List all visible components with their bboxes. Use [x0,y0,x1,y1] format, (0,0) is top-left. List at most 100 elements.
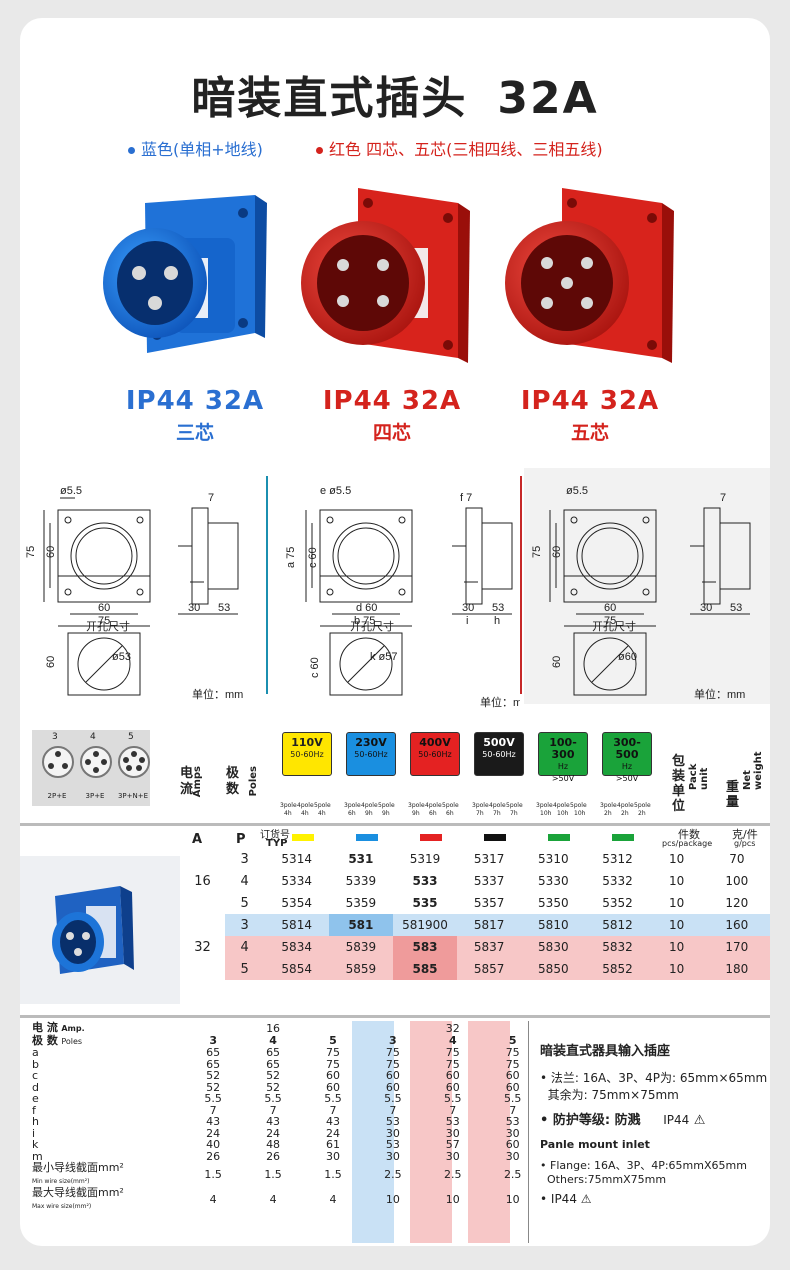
drawing1-label-2: 75 [25,546,37,558]
dim-highlight-red-1 [410,1021,452,1243]
header-rule [20,823,770,826]
pin-dot [126,765,133,772]
dim-value-cell: 65 [266,1057,281,1071]
dim-value-cell: 65 [266,1046,281,1059]
pack-cell: 10 [649,936,704,958]
warning-icon: ⚠ [693,1113,706,1128]
dim-value-cell: 53 [505,1115,520,1128]
order-code-cell: 5812 [585,914,650,936]
drawing2-label-9: i [466,615,468,627]
pin-type-label: 3P+N+E [117,792,149,800]
dim-value-cell: 10 [505,1192,520,1206]
divider-red [520,476,522,694]
pin-count-label: 5 [128,732,134,742]
weight-en-header: Net weight [742,751,764,790]
notes-ip-en: • IP44 ⚠ [540,1192,592,1206]
order-code-cell: 5834 [264,936,329,958]
drawing3-label-1: 7 [720,492,726,504]
drawing3-label-4: 60 [604,602,616,614]
drawing2-label-6: 30 [462,602,474,614]
pole-label: 4pole [297,802,314,809]
socket-face-icon [118,746,150,778]
dim-value-cell: 7 [209,1103,217,1117]
hour-label: 10h [540,810,552,817]
dim-value-cell: 43 [325,1115,340,1128]
dim-value-cell: 60 [505,1080,520,1094]
spec-subheader: A P 订货号 TYP 件数 pcs/package 克/件 g/pcs [192,828,758,849]
hour-label: 6h [446,810,454,817]
dim-value-cell: 4 [209,1192,217,1206]
legend-blue: 蓝色(单相+地线) [128,136,263,160]
amp-cell: 16 [194,873,211,889]
dim-value-cell: 52 [266,1069,281,1082]
dim-value-cell: 30 [505,1126,520,1140]
dim-value-cell: 5.5 [444,1092,462,1105]
pack-cell: 10 [668,896,685,910]
pole-label: 4pole [553,802,570,809]
hour-label: 9h [382,810,390,817]
drawing2-label-1: f 7 [460,492,472,504]
pole-label: 3pole [472,802,489,809]
drawing3-label-9: ø60 [618,651,637,663]
order-code-cell: 5354 [281,896,312,910]
drawing3-label-8: 开孔尺寸 [592,619,636,633]
dim-value-cell: 2.5 [503,1167,522,1181]
order-code-cell: 5357 [473,896,505,910]
warning-icon: ⚠ [580,1192,592,1206]
dim-highlight-red-2 [468,1021,510,1243]
order-code-cell: 581900 [392,914,458,936]
order-code-cell: 5830 [521,936,586,958]
weight-cell: 170 [703,936,770,958]
order-code-cell: 5359 [345,896,377,910]
dim-value-cell: 75 [445,1046,460,1059]
pin-dot [123,756,130,763]
caption-blue: IP44 32A 三芯 [125,386,265,444]
red-plug-4pin-image [301,188,470,363]
pole-label: 5pole [314,802,331,809]
dim-value-cell: 52 [206,1069,221,1082]
pole-cell: 5 [224,958,265,980]
dim-value-cell: 30 [325,1149,340,1163]
dim-value-cell: 5.5 [384,1092,402,1105]
pack-cell: 10 [649,914,704,936]
hour-label: 2h [604,810,612,817]
dim-value-cell: 48 [266,1138,281,1151]
dim-value-cell: 24 [325,1126,340,1140]
order-code-cell: 531 [348,852,374,866]
dim-value-cell: 53 [385,1115,400,1128]
weight-cell: 180 [703,958,770,980]
dim-value-cell: 1.5 [324,1167,342,1181]
notes-panel: 暗装直式器具输入插座 • 法兰: 16A、3P、4P为: 65mm×65mm 其… [540,1040,770,1212]
dim-value-cell: 43 [206,1115,221,1128]
dim-value-cell: 26 [266,1149,281,1163]
dim-value-cell: 52 [206,1080,221,1094]
dim-key: a [32,1046,39,1059]
drawing1-label-11: 单位：mm [192,687,243,701]
pole-label: 5pole [442,802,459,809]
hour-label: 2h [638,810,646,817]
pin-dot [55,751,61,757]
order-code-cell: 5850 [521,958,586,980]
pole-cell: 3 [224,914,265,936]
voltage-color-swatch [356,834,378,841]
legend-red: 红色 四芯、五芯(三相四线、三相五线) [316,136,603,160]
dim-value-cell: 53 [445,1115,460,1128]
order-code-cell: 5859 [328,958,393,980]
dim-value-cell: 10 [445,1192,460,1206]
voltage-color-swatch [548,834,570,841]
dim-value-cell: 5 [508,1034,517,1047]
voltage-color-swatch [292,834,314,841]
dim-value-cell: 5.5 [264,1092,282,1105]
